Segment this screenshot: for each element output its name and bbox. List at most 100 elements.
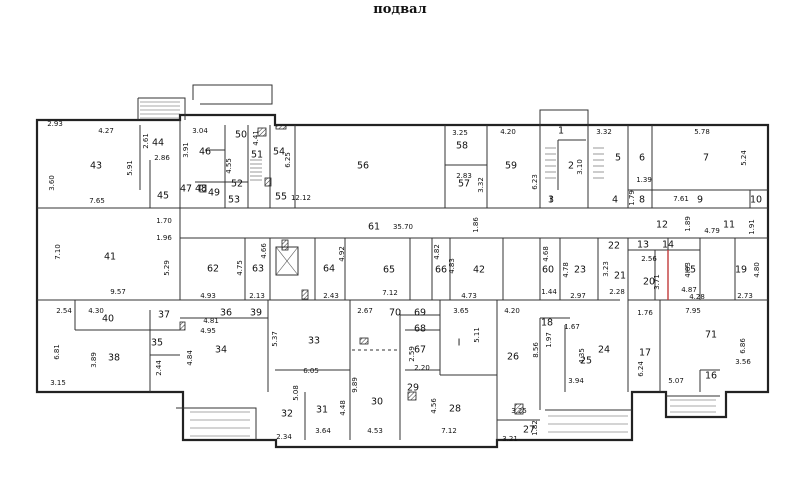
dimension-label: 4.35 (578, 348, 586, 364)
room-number: 39 (250, 308, 262, 319)
room-number: 29 (407, 383, 419, 394)
room-number: 42 (473, 265, 485, 276)
room-number: 3 (548, 195, 554, 206)
dimension-label: 6.24 (637, 361, 645, 377)
room-number: 48 (195, 184, 207, 195)
outer-walls (35, 84, 770, 449)
dimension-label: 1.76 (637, 309, 653, 317)
room-number: 31 (316, 405, 328, 416)
dimension-label: 9.57 (110, 288, 126, 296)
room-number: 34 (215, 345, 227, 356)
room-number: 5 (615, 153, 621, 164)
dimension-label: 3.56 (735, 358, 751, 366)
dimension-label: 4.83 (448, 258, 456, 274)
dimension-label: 5.11 (473, 327, 481, 343)
dimension-label: 3.23 (602, 261, 610, 277)
room-number: 19 (735, 265, 747, 276)
room-number: 40 (102, 314, 114, 325)
dimension-label: 4.20 (500, 128, 516, 136)
dimension-label: 5.29 (163, 260, 171, 276)
dimension-label: 8.56 (532, 342, 540, 358)
dimension-label: 3.60 (48, 175, 56, 191)
dimension-label: 1.96 (156, 234, 172, 242)
room-number: 17 (639, 348, 651, 359)
room-number: 67 (414, 345, 426, 356)
room-number: 69 (414, 308, 426, 319)
dimension-label: 4.84 (186, 350, 194, 366)
dimension-label: 1.44 (541, 288, 557, 296)
room-number: I (458, 338, 461, 349)
room-number: 62 (207, 264, 219, 275)
room-number: 4 (612, 195, 618, 206)
dimension-label: 4.27 (98, 127, 114, 135)
dimension-label: 7.65 (89, 197, 105, 205)
dimension-label: 5.07 (668, 377, 684, 385)
dimension-label: 3.32 (596, 128, 612, 136)
dimension-label: 5.08 (292, 385, 300, 401)
dimension-label: 4.83 (684, 262, 692, 278)
dimension-label: 4.95 (200, 327, 216, 335)
dimension-label: 1.82 (531, 420, 539, 436)
dimension-label: 3.21 (502, 435, 518, 443)
dimension-label: 3.10 (576, 159, 584, 175)
dimension-label: 2.13 (249, 292, 265, 300)
room-number: I (550, 195, 553, 206)
room-number: 30 (371, 397, 383, 408)
dimension-label: 1.89 (684, 216, 692, 232)
dimension-label: 2.97 (570, 292, 586, 300)
dimension-label: 4.68 (542, 246, 550, 262)
room-number: 2 (568, 161, 574, 172)
room-number: 64 (323, 264, 335, 275)
dimension-label: 2.34 (276, 433, 292, 441)
dimension-label: 5.37 (271, 331, 279, 347)
dimension-label: 5.91 (126, 160, 134, 176)
room-number: 22 (608, 241, 620, 252)
dimension-label: 3.04 (192, 127, 208, 135)
dimension-label: 4.78 (562, 262, 570, 278)
room-number: 50 (235, 130, 247, 141)
dimension-label: 3.15 (50, 379, 66, 387)
dimension-label: 3.64 (315, 427, 331, 435)
room-number: 10 (750, 195, 762, 206)
dimension-label: 2.54 (56, 307, 72, 315)
room-number: 27 (523, 425, 535, 436)
room-number: 38 (108, 353, 120, 364)
dimension-label: 5.78 (694, 128, 710, 136)
room-number: 41 (104, 252, 116, 263)
room-number: 15 (684, 265, 696, 276)
dimension-label: 1.39 (636, 176, 652, 184)
room-number: 11 (723, 220, 735, 231)
dimension-label: 35.70 (393, 223, 413, 231)
room-number: 23 (574, 265, 586, 276)
room-number: 32 (281, 409, 293, 420)
dimension-label: 2.56 (641, 255, 657, 263)
room-number: 58 (456, 141, 468, 152)
room-number: 51 (251, 150, 263, 161)
room-number: 37 (158, 310, 170, 321)
dimension-label: 2.28 (609, 288, 625, 296)
dimension-label: 4.81 (203, 317, 219, 325)
room-number: 7 (703, 153, 709, 164)
dimension-label: 4.82 (433, 244, 441, 260)
dimension-label: 4.48 (339, 400, 347, 416)
dimension-label: 2.67 (357, 307, 373, 315)
room-number: 33 (308, 336, 320, 347)
dimension-label: 1.91 (748, 219, 756, 235)
dimension-label: 1.70 (156, 217, 172, 225)
dimension-label: 2.83 (456, 172, 472, 180)
room-number: 65 (383, 265, 395, 276)
dimension-label: 4.92 (338, 246, 346, 262)
dimension-label: 3.25 (452, 129, 468, 137)
room-number: 9 (697, 195, 703, 206)
dimension-label: 3.65 (453, 307, 469, 315)
dimension-label: 3.32 (477, 177, 485, 193)
dimension-label: 7.12 (382, 289, 398, 297)
room-number: 36 (220, 308, 232, 319)
dimension-label: 5.24 (740, 150, 748, 166)
dimension-label: 3.94 (568, 377, 584, 385)
dimension-label: 1.97 (545, 332, 553, 348)
dimension-label: 4.73 (461, 292, 477, 300)
room-number: 70 (389, 308, 401, 319)
dimension-label: 7.10 (54, 244, 62, 260)
